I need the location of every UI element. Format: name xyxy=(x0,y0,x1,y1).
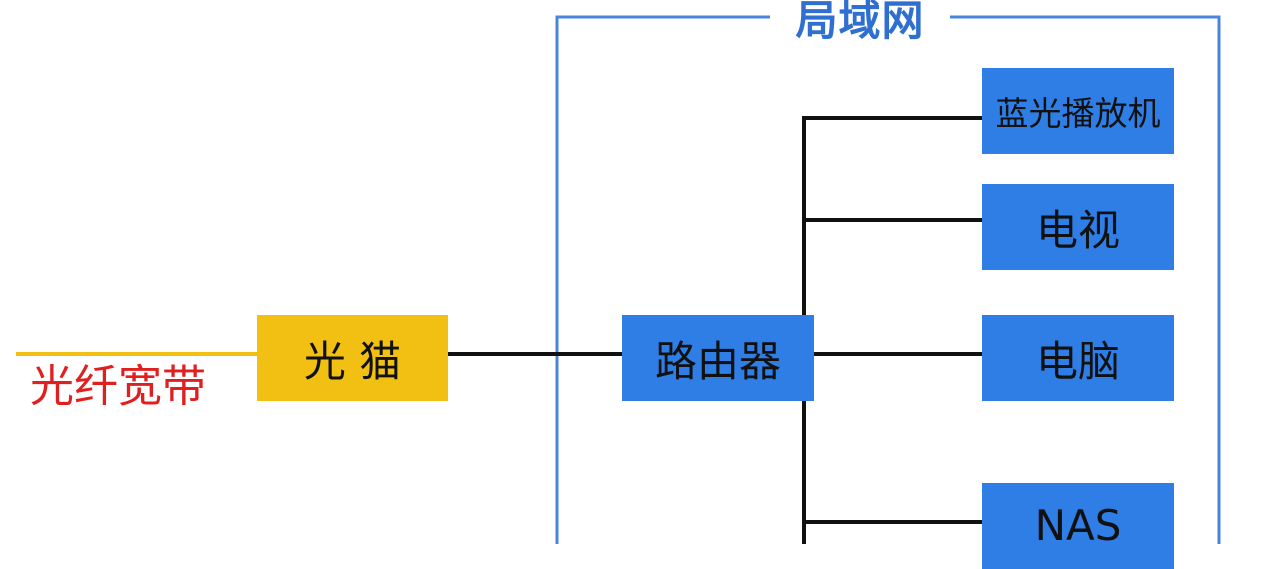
router-node: 路由器 xyxy=(622,315,814,401)
device-pc-node: 电脑 xyxy=(982,315,1174,401)
modem-node: 光 猫 xyxy=(257,315,448,401)
router-label: 路由器 xyxy=(654,336,781,386)
device-nas-label: NAS xyxy=(1034,501,1122,550)
device-bluray-label: 蓝光播放机 xyxy=(995,94,1161,133)
device-tv-label: 电视 xyxy=(1035,205,1120,255)
device-pc-label: 电脑 xyxy=(1035,336,1120,386)
device-bluray-node: 蓝光播放机 xyxy=(982,68,1174,154)
network-diagram: 局域网 光 猫 路由器 蓝光播放机 电视 电脑 NAS 光纤宽带 xyxy=(16,0,1221,569)
fiber-broadband-label: 光纤宽带 xyxy=(30,361,206,412)
lan-title: 局域网 xyxy=(770,0,950,48)
device-tv-node: 电视 xyxy=(982,184,1174,270)
device-nas-node: NAS xyxy=(982,483,1174,569)
modem-label: 光 猫 xyxy=(303,336,402,386)
